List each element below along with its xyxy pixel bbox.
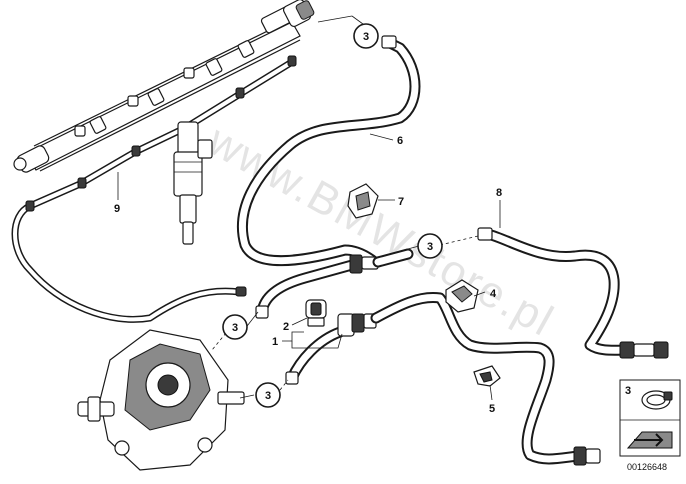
fuel-hose-8: [477, 227, 669, 359]
svg-text:3: 3: [427, 241, 433, 253]
part-label-5: 5: [489, 403, 495, 415]
part-label-6: 6: [397, 135, 403, 147]
high-pressure-pump: [77, 329, 245, 471]
part-label-4: 4: [490, 288, 497, 300]
legend-item-number: 3: [625, 385, 631, 397]
legend: 3: [619, 379, 681, 457]
callout-mid-right: 3: [417, 233, 443, 259]
part-label-7: 7: [398, 196, 404, 208]
part-label-1: 1: [272, 336, 278, 348]
callout-left-lower: 3: [255, 382, 281, 408]
fuel-feed-line: [285, 291, 601, 466]
clip-4: [445, 279, 479, 313]
part-label-9: 9: [114, 203, 120, 215]
document-number: 00126648: [627, 462, 667, 472]
svg-text:3: 3: [363, 31, 369, 43]
clamp-5: [473, 365, 501, 387]
fuel-sensor: [305, 299, 327, 327]
common-rail: [13, 0, 315, 173]
svg-text:3: 3: [232, 322, 238, 334]
part-label-8: 8: [496, 187, 502, 199]
callout-left-upper: 3: [222, 314, 248, 340]
clip-7: [347, 183, 379, 219]
hose-clamp-icon: [641, 390, 673, 410]
callout-top: 3: [353, 23, 379, 49]
svg-text:3: 3: [265, 390, 271, 402]
part-label-2: 2: [283, 321, 289, 333]
leak-off-line-9: [11, 55, 297, 323]
arrow-icon: [626, 431, 673, 449]
return-hose-6: [236, 35, 421, 267]
pump-feed-hose: [255, 248, 414, 319]
fuel-injector: [173, 121, 213, 245]
